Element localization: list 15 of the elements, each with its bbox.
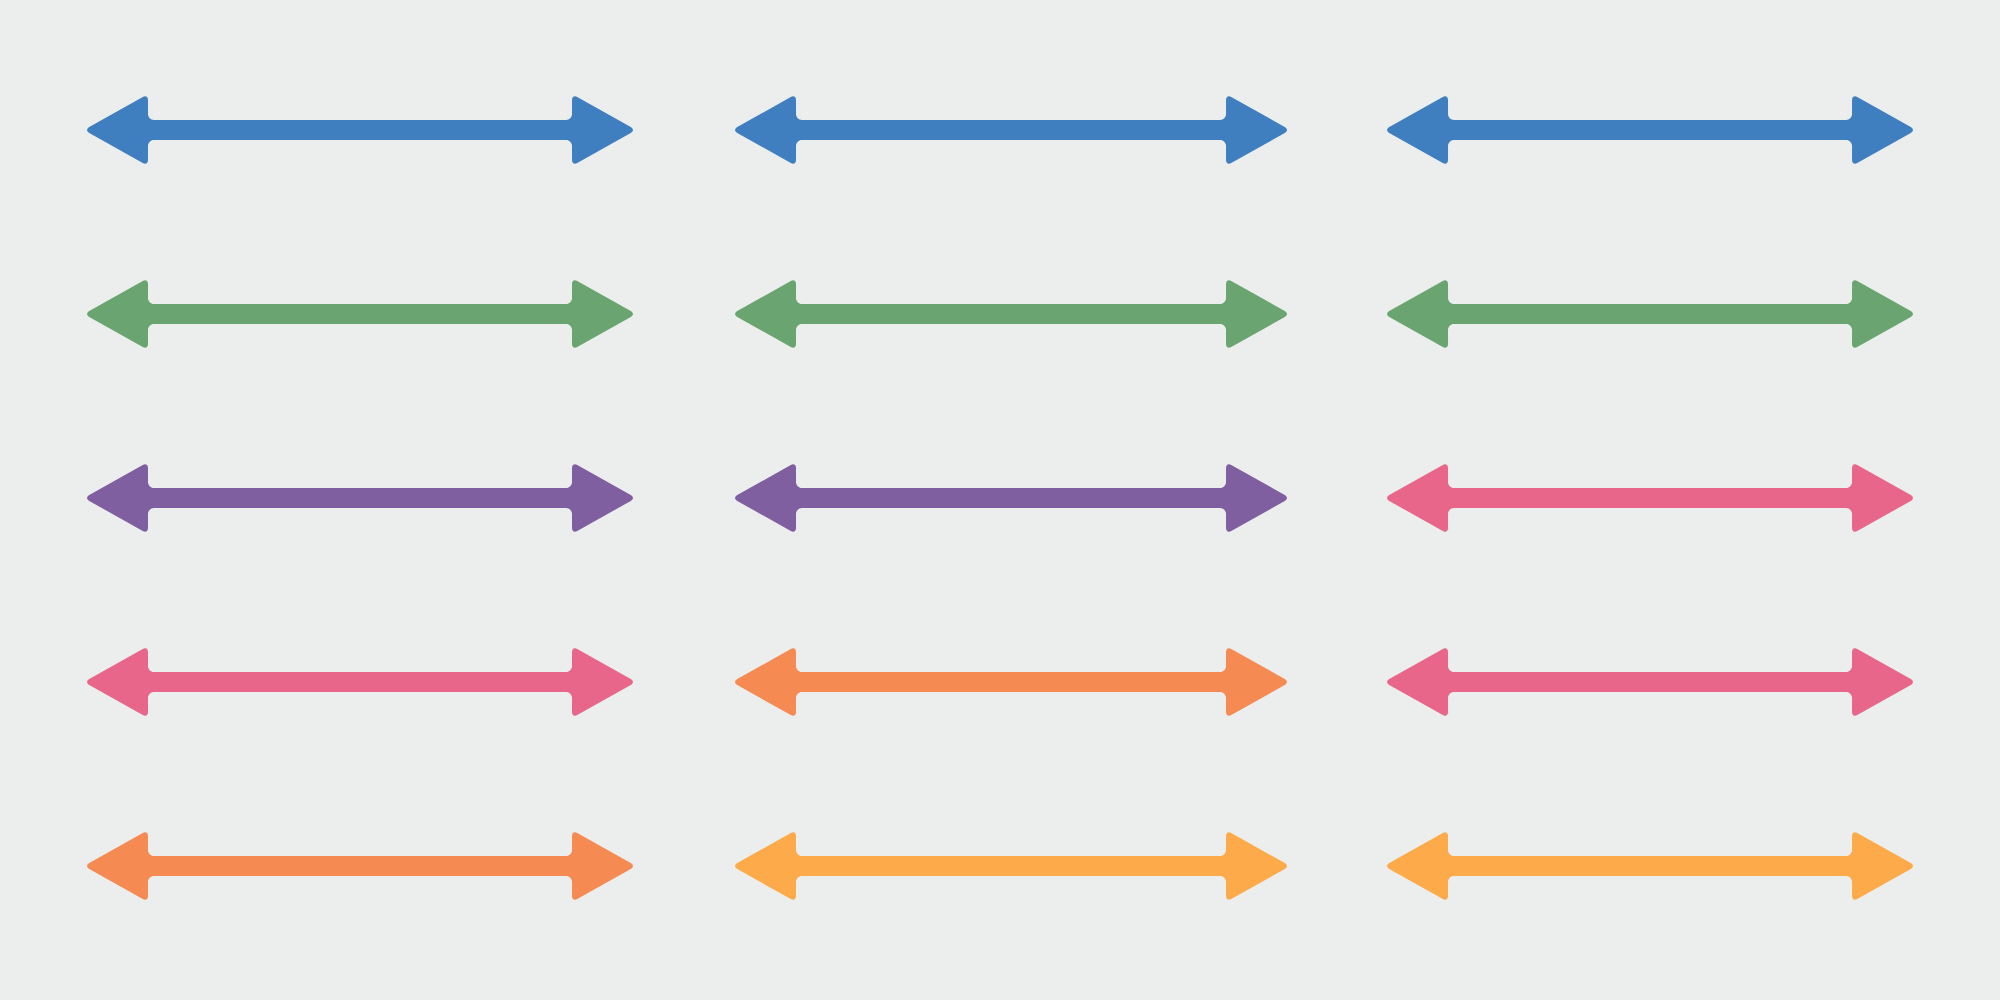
double-arrow <box>735 464 1287 532</box>
double-arrow <box>87 96 633 164</box>
double-arrow <box>87 832 633 900</box>
double-arrow <box>735 648 1287 716</box>
double-arrow <box>87 280 633 348</box>
double-arrow <box>735 832 1287 900</box>
double-arrow <box>87 648 633 716</box>
double-arrow <box>735 96 1287 164</box>
double-arrow <box>1387 832 1913 900</box>
double-arrow <box>1387 280 1913 348</box>
double-arrow <box>1387 648 1913 716</box>
double-arrow <box>1387 96 1913 164</box>
double-arrow <box>87 464 633 532</box>
double-arrow <box>1387 464 1913 532</box>
double-arrow <box>735 280 1287 348</box>
